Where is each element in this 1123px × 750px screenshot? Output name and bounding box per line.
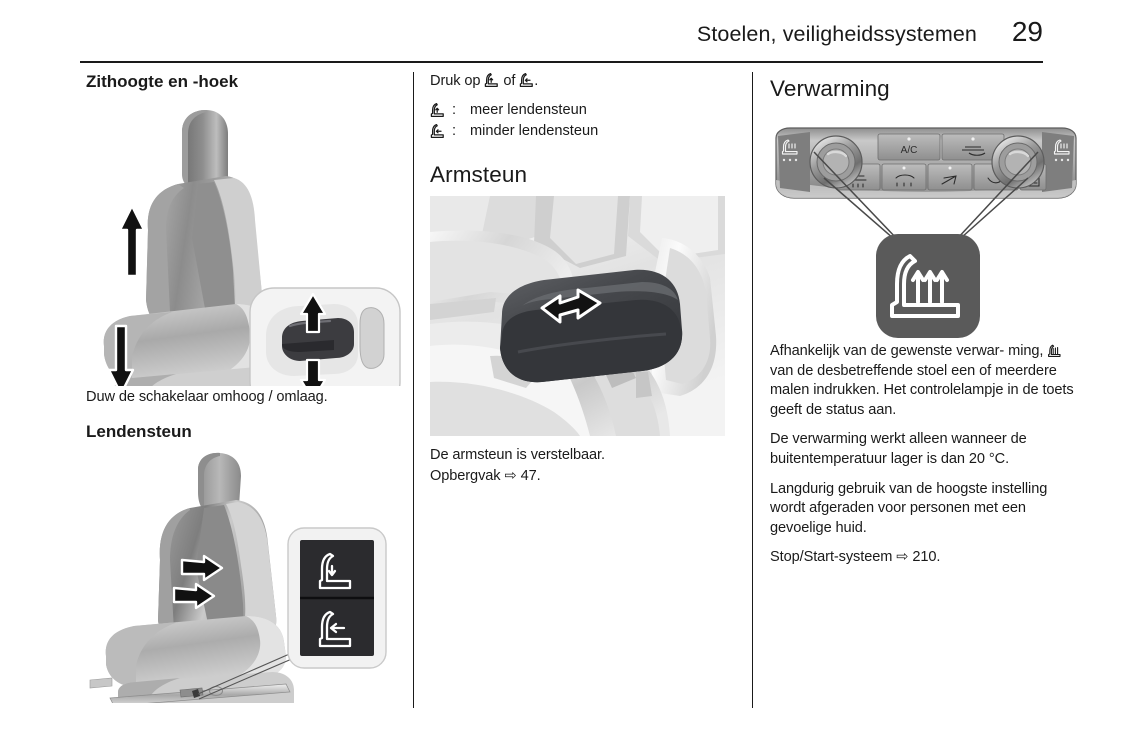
reference-arrow-icon: ⇨ bbox=[896, 549, 909, 566]
reference-arrow-icon: ⇨ bbox=[504, 468, 517, 485]
column-divider-1 bbox=[413, 72, 415, 708]
press-instruction: Druk op of . bbox=[430, 72, 740, 92]
header-rule bbox=[80, 61, 1043, 63]
stop-start-reference: Stop/Start-systeem ⇨ 210. bbox=[770, 548, 1082, 568]
heating-paragraph-3: Langdurig gebruik van de hoogste instell… bbox=[770, 480, 1048, 536]
column-2: Druk op of . : meer lendensteun bbox=[430, 72, 740, 497]
lumbar-less-button-icon bbox=[318, 610, 352, 647]
heading-heating: Verwarming bbox=[770, 76, 890, 101]
legend-colon: : bbox=[452, 101, 457, 118]
seat-height-arrow-up bbox=[118, 204, 146, 278]
legend-label-less: minder lendensteun bbox=[470, 122, 599, 139]
page-number: 29 bbox=[1011, 16, 1043, 47]
heating-p1-line4: een of meerdere malen indrukken. bbox=[770, 362, 1057, 399]
heating-p1-line5: Het controlelampje in de toets geeft bbox=[770, 382, 1074, 418]
lumbar-less-icon bbox=[430, 121, 452, 144]
legend-row-less: : minder lendensteun bbox=[430, 121, 740, 142]
heading-seat-height: Zithoogte en -hoek bbox=[86, 72, 239, 91]
seat-height-adjustment-illustration bbox=[86, 98, 406, 386]
storage-label: Opbergvak bbox=[430, 468, 501, 485]
press-suffix: . bbox=[534, 73, 539, 89]
storage-page: 47. bbox=[520, 468, 541, 485]
legend-label-more: meer lendensteun bbox=[470, 101, 587, 118]
heating-paragraph-2: De verwarming werkt alleen wanneer de bu… bbox=[770, 431, 1027, 467]
armrest-text: De armsteun is verstelbaar. bbox=[430, 446, 605, 463]
armrest-photo bbox=[430, 195, 740, 436]
heating-paragraph-1: Afhankelijk van de gewenste verwar- ming… bbox=[770, 342, 1082, 420]
heating-p1-line3: van de desbetreffende stoel bbox=[770, 362, 948, 379]
heating-p1-line1: Afhankelijk van de gewenste verwar- bbox=[770, 343, 1005, 359]
press-middle: of bbox=[503, 73, 516, 89]
legend-colon: : bbox=[452, 122, 457, 139]
legend-row-more: : meer lendensteun bbox=[430, 100, 740, 121]
heading-armrest: Armsteun bbox=[430, 161, 528, 187]
ac-label: A/C bbox=[901, 145, 918, 156]
press-prefix: Druk op bbox=[430, 73, 481, 89]
seat-height-arrow-down bbox=[107, 324, 135, 386]
heading-lumbar: Lendensteun bbox=[86, 421, 192, 441]
caption-seat-height: Duw de schakelaar omhoog / omlaag. bbox=[86, 389, 328, 405]
lumbar-more-button-icon bbox=[318, 552, 352, 589]
stop-start-label: Stop/Start-systeem bbox=[770, 549, 893, 566]
heating-p1-line2: ming, bbox=[1008, 343, 1044, 359]
page-header: Stoelen, veiligheidssystemen 29 bbox=[80, 16, 1043, 63]
lumbar-more-icon bbox=[430, 100, 452, 123]
armrest-adjust-arrow bbox=[540, 288, 602, 324]
seat-heating-icon bbox=[890, 254, 960, 318]
page-title: Stoelen, veiligheidssystemen bbox=[696, 22, 977, 46]
column-3: Verwarming bbox=[770, 72, 1082, 578]
lumbar-arrow-less bbox=[172, 582, 216, 609]
storage-reference: Opbergvak ⇨ 47. bbox=[430, 467, 740, 487]
heating-p1-line6: de status aan. bbox=[805, 401, 897, 418]
lumbar-support-illustration bbox=[86, 448, 406, 703]
seat-heating-right-icon bbox=[1053, 139, 1070, 155]
column-1: Zithoogte en -hoek bbox=[86, 72, 406, 703]
climate-control-panel-illustration: A/C bbox=[770, 122, 1082, 338]
lumbar-less-icon bbox=[519, 72, 534, 88]
seat-heating-inline-icon bbox=[1047, 343, 1062, 358]
lumbar-arrow-more bbox=[180, 554, 224, 581]
column-divider-2 bbox=[752, 72, 754, 708]
stop-start-page: 210. bbox=[912, 549, 941, 566]
lumbar-more-icon bbox=[484, 72, 499, 88]
seat-heating-left-icon bbox=[781, 139, 798, 155]
